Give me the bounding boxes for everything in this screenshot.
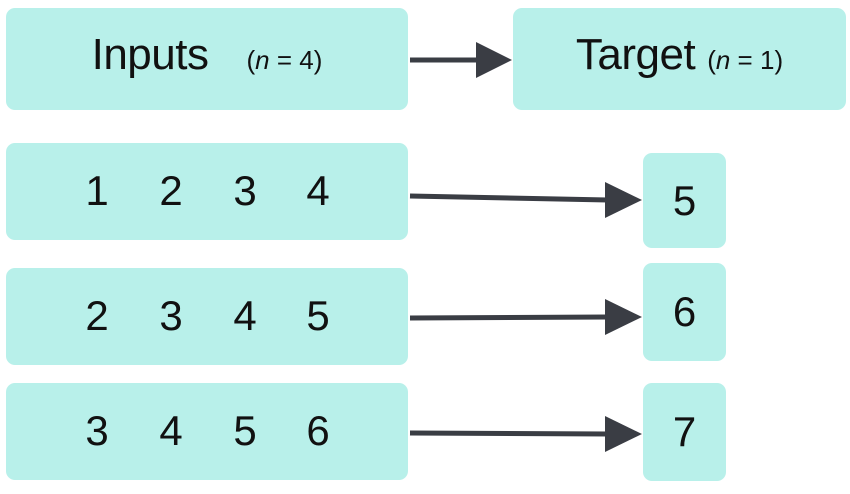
input-sequence-box: 1 2 3 4: [6, 143, 408, 240]
input-value: 3: [85, 406, 109, 454]
input-value: 4: [306, 166, 330, 214]
input-value: 2: [85, 291, 109, 339]
input-sequence-box: 3 4 5 6: [6, 383, 408, 480]
header-arrow: [410, 42, 512, 78]
inputs-header-box: Inputs (n = 4): [6, 8, 408, 110]
target-header-label: Target: [575, 30, 696, 79]
input-value: 4: [233, 291, 257, 339]
target-header-box: Target (n = 1): [513, 8, 846, 110]
input-value: 3: [159, 291, 183, 339]
input-value: 3: [233, 166, 257, 214]
input-value: 2: [159, 166, 183, 214]
input-value: 5: [306, 291, 330, 339]
target-count: (n = 1): [707, 45, 784, 75]
target-value-box: 6: [643, 263, 726, 361]
input-value: 5: [233, 406, 257, 454]
target-value-box: 5: [643, 153, 726, 248]
row-arrow: [409, 299, 642, 335]
row-arrow: [409, 416, 642, 452]
row-arrow: [409, 182, 642, 218]
target-value: 7: [672, 408, 697, 455]
target-value: 6: [672, 288, 697, 335]
target-value-box: 7: [643, 383, 726, 481]
input-value: 6: [306, 406, 330, 454]
inputs-count: (n = 4): [246, 45, 323, 75]
input-sequence-box: 2 3 4 5: [6, 268, 408, 365]
inputs-header-label: Inputs: [91, 30, 209, 79]
input-value: 1: [85, 166, 109, 214]
target-value: 5: [672, 176, 697, 224]
input-value: 4: [159, 406, 183, 454]
